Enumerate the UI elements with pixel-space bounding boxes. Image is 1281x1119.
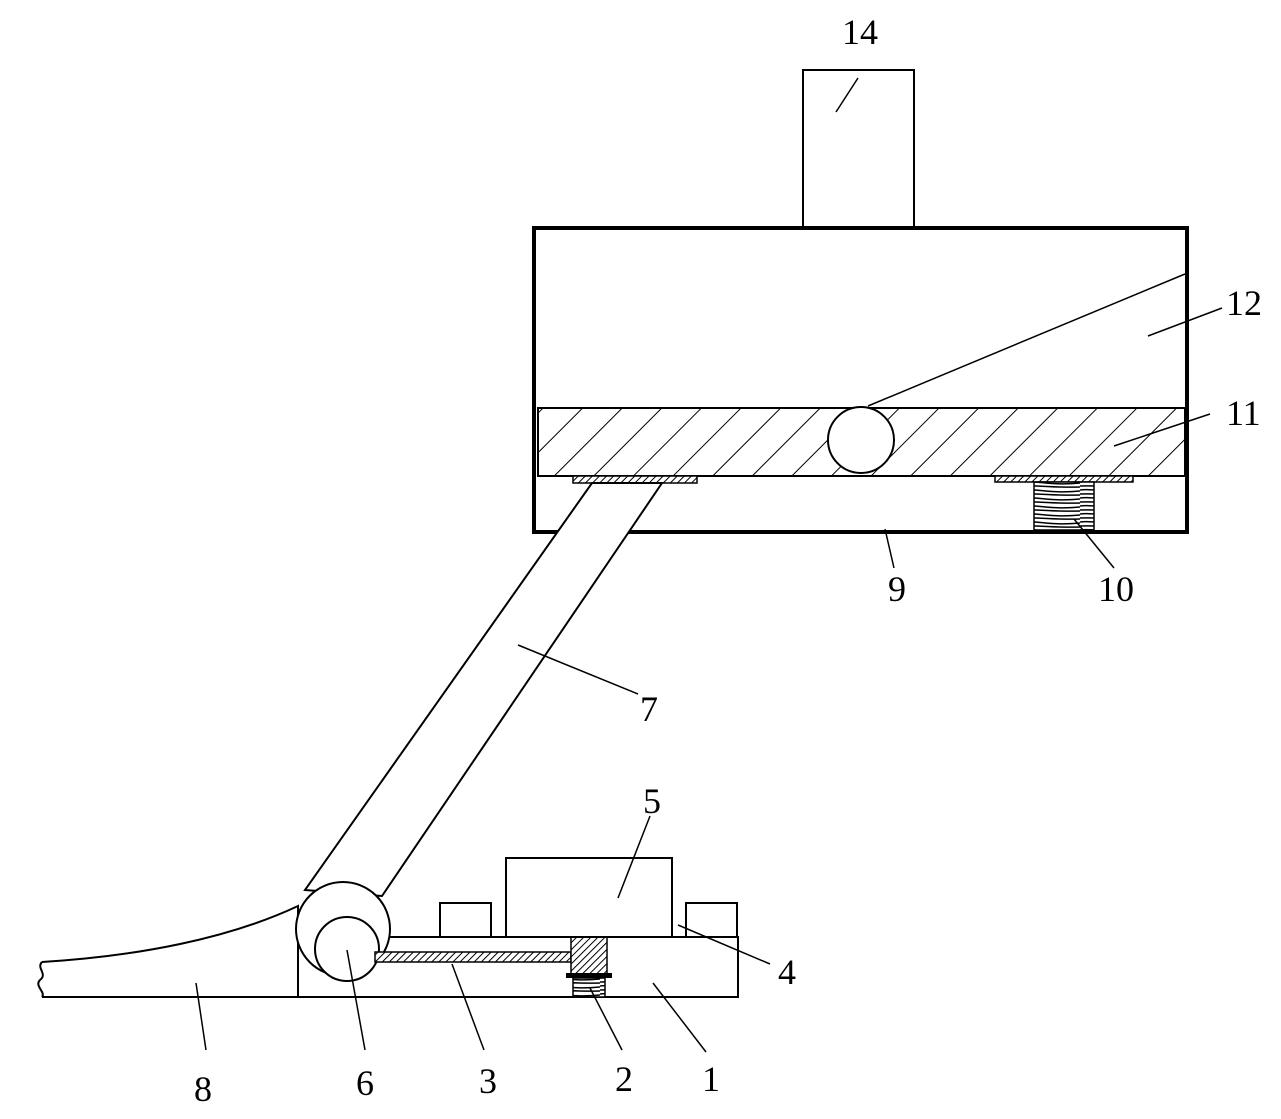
leader-3: [451, 963, 485, 1051]
leader-8: [195, 982, 207, 1051]
leader-2: [589, 987, 623, 1051]
leader-12: [1147, 307, 1223, 337]
part-8-sole: [41, 904, 299, 998]
label-2: 2: [615, 1059, 633, 1099]
part-3-rod: [374, 951, 572, 963]
leader-lines: [195, 77, 1223, 1053]
label-8: 8: [194, 1069, 212, 1109]
label-1: 1: [702, 1059, 720, 1099]
part-2-post: [570, 936, 608, 978]
label-3: 3: [479, 1061, 497, 1101]
leader-10: [1073, 518, 1115, 569]
part-5-block: [505, 857, 673, 938]
sole-break-mark: [37, 961, 44, 998]
leader-7: [517, 644, 639, 695]
part-2-washer: [566, 973, 612, 978]
ball: [827, 406, 895, 474]
leader-11: [1113, 413, 1211, 447]
label-7: 7: [640, 689, 658, 729]
leader-14: [835, 77, 859, 113]
leader-6: [346, 949, 366, 1051]
label-6: 6: [356, 1063, 374, 1103]
label-9: 9: [888, 569, 906, 609]
part-6-hinge-inner: [314, 916, 380, 982]
leader-1: [652, 982, 707, 1053]
part-4-right-block: [685, 902, 738, 938]
label-12: 12: [1226, 283, 1262, 323]
part-14-block: [802, 69, 915, 229]
part-4-left-block: [439, 902, 492, 938]
label-11: 11: [1226, 393, 1261, 433]
part-10-spring: [1033, 481, 1095, 531]
part-7-arm: [303, 482, 664, 898]
leader-5: [617, 815, 651, 899]
part-2-spring: [572, 977, 606, 998]
left-mount-plate: [572, 475, 698, 484]
label-10: 10: [1098, 569, 1134, 609]
right-mount-plate: [994, 475, 1134, 483]
label-4: 4: [778, 952, 796, 992]
leader-4: [677, 924, 771, 965]
label-14: 14: [842, 12, 878, 52]
label-5: 5: [643, 781, 661, 821]
leader-9: [884, 528, 895, 569]
leader-12-ball: [867, 273, 1186, 407]
